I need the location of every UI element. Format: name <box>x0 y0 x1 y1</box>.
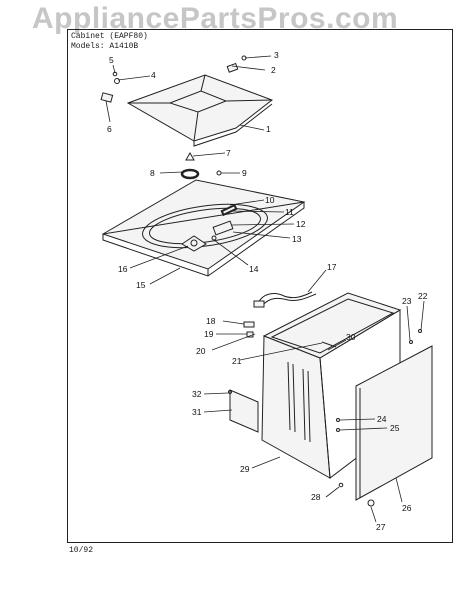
callout-24: 24 <box>377 414 387 424</box>
callout-5: 5 <box>109 55 114 65</box>
lid <box>126 74 274 147</box>
cabinet <box>243 292 402 479</box>
callout-31: 31 <box>192 407 202 417</box>
callout-16: 16 <box>118 264 128 274</box>
callout-19: 19 <box>204 329 214 339</box>
screws <box>336 418 344 488</box>
header-title: Cabinet (EAPF80) <box>71 32 148 41</box>
callout-21: 21 <box>232 356 242 366</box>
header-models: Models: A1410B <box>71 42 139 51</box>
callout-32: 32 <box>192 389 202 399</box>
callout-15: 15 <box>136 280 146 290</box>
callout-23: 23 <box>402 296 412 306</box>
callout-22: 22 <box>418 291 428 301</box>
callout-2: 2 <box>271 65 276 75</box>
callout-17: 17 <box>327 262 337 272</box>
footer-date: 10/92 <box>69 546 94 555</box>
callout-13: 13 <box>292 234 302 244</box>
callout-11: 11 <box>285 207 294 217</box>
diagram-frame <box>67 29 453 543</box>
callout-7: 7 <box>226 148 231 158</box>
callout-27: 27 <box>376 522 386 532</box>
callout-12: 12 <box>296 219 306 229</box>
small-parts <box>180 151 222 180</box>
power-cord <box>253 291 317 308</box>
callout-25: 25 <box>390 423 400 433</box>
callout-1: 1 <box>266 124 271 134</box>
rear-panel <box>355 329 433 507</box>
callout-6: 6 <box>107 124 112 134</box>
callout-28: 28 <box>311 492 321 502</box>
callout-14: 14 <box>249 264 259 274</box>
callout-20: 20 <box>196 346 206 356</box>
callout-10: 10 <box>265 195 275 205</box>
top-panel <box>101 179 306 277</box>
callout-8: 8 <box>150 168 155 178</box>
callout-9: 9 <box>242 168 247 178</box>
callout-3: 3 <box>274 50 279 60</box>
access-panel <box>228 389 259 433</box>
callout-18: 18 <box>206 316 216 326</box>
callout-4: 4 <box>151 70 156 80</box>
callout-26: 26 <box>402 503 412 513</box>
callout-29: 29 <box>240 464 250 474</box>
leader-lines <box>105 55 425 523</box>
callout-30: 30 <box>346 332 356 342</box>
